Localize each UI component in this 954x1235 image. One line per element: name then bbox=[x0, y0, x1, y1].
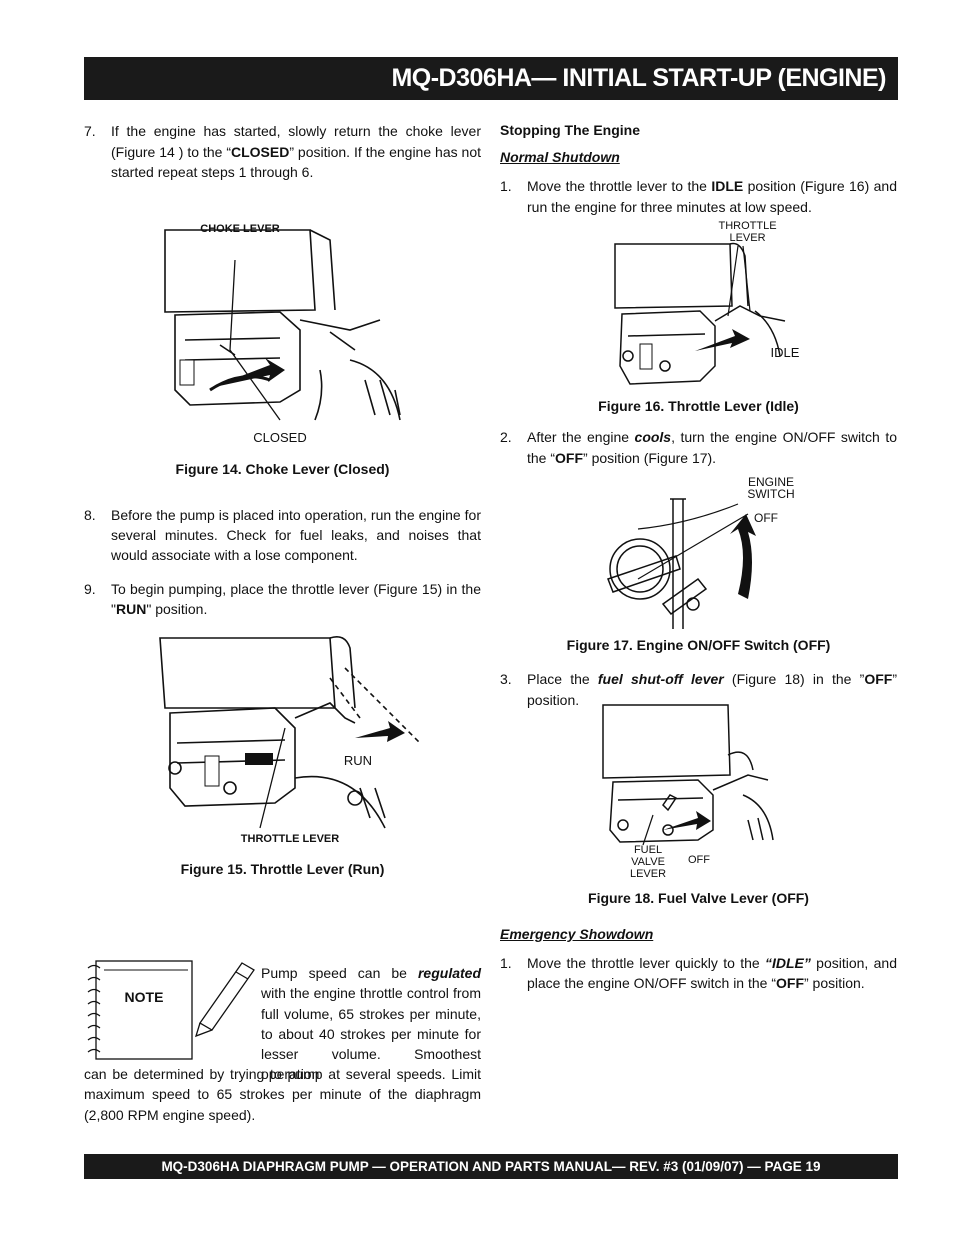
choke-lever-label: CHOKE LEVER bbox=[200, 223, 280, 235]
run-label: RUN bbox=[343, 753, 373, 768]
note-text-part1: Pump speed can be regulated with the eng… bbox=[261, 965, 481, 1083]
figure-14-caption: Figure 14. Choke Lever (Closed) bbox=[175, 461, 390, 477]
figure-18-fuel-valve-lever-off: FUEL VALVE LEVER OFF bbox=[598, 700, 788, 882]
step-number: 2. bbox=[500, 429, 512, 445]
fuel-valve-lever-label: FUEL VALVE LEVER bbox=[629, 844, 667, 880]
step-7: 7. If the engine has started, slowly ret… bbox=[84, 121, 481, 183]
figure-18-caption: Figure 18. Fuel Valve Lever (OFF) bbox=[588, 890, 809, 906]
off-label: OFF bbox=[688, 854, 710, 866]
step-text: Before the pump is placed into operation… bbox=[111, 507, 481, 563]
normal-shutdown-heading: Normal Shutdown bbox=[500, 149, 620, 165]
page-footer: MQ-D306HA DIAPHRAGM PUMP — OPERATION AND… bbox=[84, 1154, 898, 1179]
step-text: Move the throttle lever to the IDLE posi… bbox=[527, 178, 897, 215]
note-graphic: NOTE bbox=[84, 958, 259, 1063]
figure-17-engine-switch-off: ENGINE SWITCH OFF bbox=[598, 474, 803, 629]
throttle-lever-label: THROTTLE LEVER bbox=[718, 220, 777, 244]
step-text: Move the throttle lever quickly to the “… bbox=[527, 955, 897, 991]
step-text: If the engine has started, slowly return… bbox=[111, 123, 482, 180]
note-label: NOTE bbox=[124, 989, 164, 1005]
figure-16-caption: Figure 16. Throttle Lever (Idle) bbox=[598, 398, 799, 414]
step-number: 1. bbox=[500, 955, 512, 971]
step-number: 7. bbox=[84, 123, 96, 139]
step-number: 9. bbox=[84, 581, 96, 597]
stopping-heading: Stopping The Engine bbox=[500, 122, 640, 138]
stop-step-3: 3. Place the fuel shut-off lever (Figure… bbox=[500, 669, 897, 710]
step-text: After the engine cools, turn the engine … bbox=[527, 429, 897, 466]
engine-switch-label: ENGINE SWITCH bbox=[747, 475, 795, 501]
step-8: 8. Before the pump is placed into operat… bbox=[84, 505, 481, 565]
pencil-icon bbox=[194, 962, 255, 1038]
step-number: 1. bbox=[500, 178, 512, 194]
figure-15-throttle-lever-run: RUN THROTTLE LEVER bbox=[155, 628, 430, 848]
step-number: 3. bbox=[500, 671, 512, 687]
emergency-step-1: 1. Move the throttle lever quickly to th… bbox=[500, 953, 897, 993]
closed-label: CLOSED bbox=[253, 430, 307, 445]
step-9: 9. To begin pumping, place the throttle … bbox=[84, 579, 481, 619]
figure-15-caption: Figure 15. Throttle Lever (Run) bbox=[180, 861, 385, 877]
emergency-shutdown-heading: Emergency Showdown bbox=[500, 926, 654, 942]
throttle-lever-label: THROTTLE LEVER bbox=[240, 833, 340, 845]
stop-step-2: 2. After the engine cools, turn the engi… bbox=[500, 427, 897, 468]
stop-step-1: 1. Move the throttle lever to the IDLE p… bbox=[500, 176, 897, 217]
step-text: Place the fuel shut-off lever (Figure 18… bbox=[527, 671, 897, 708]
step-number: 8. bbox=[84, 507, 96, 523]
figure-17-caption: Figure 17. Engine ON/OFF Switch (OFF) bbox=[566, 637, 831, 653]
idle-label: IDLE bbox=[770, 345, 800, 360]
figure-14-choke-lever: CHOKE LEVER CLOSED bbox=[150, 220, 470, 450]
page-title: MQ-D306HA— INITIAL START-UP (ENGINE) bbox=[84, 57, 898, 100]
step-text: To begin pumping, place the throttle lev… bbox=[111, 581, 481, 617]
note-text-part2: can be determined by trying to pump at s… bbox=[84, 1066, 481, 1123]
figure-16-throttle-lever-idle: THROTTLE LEVER IDLE bbox=[610, 216, 810, 391]
off-label: OFF bbox=[754, 511, 778, 525]
